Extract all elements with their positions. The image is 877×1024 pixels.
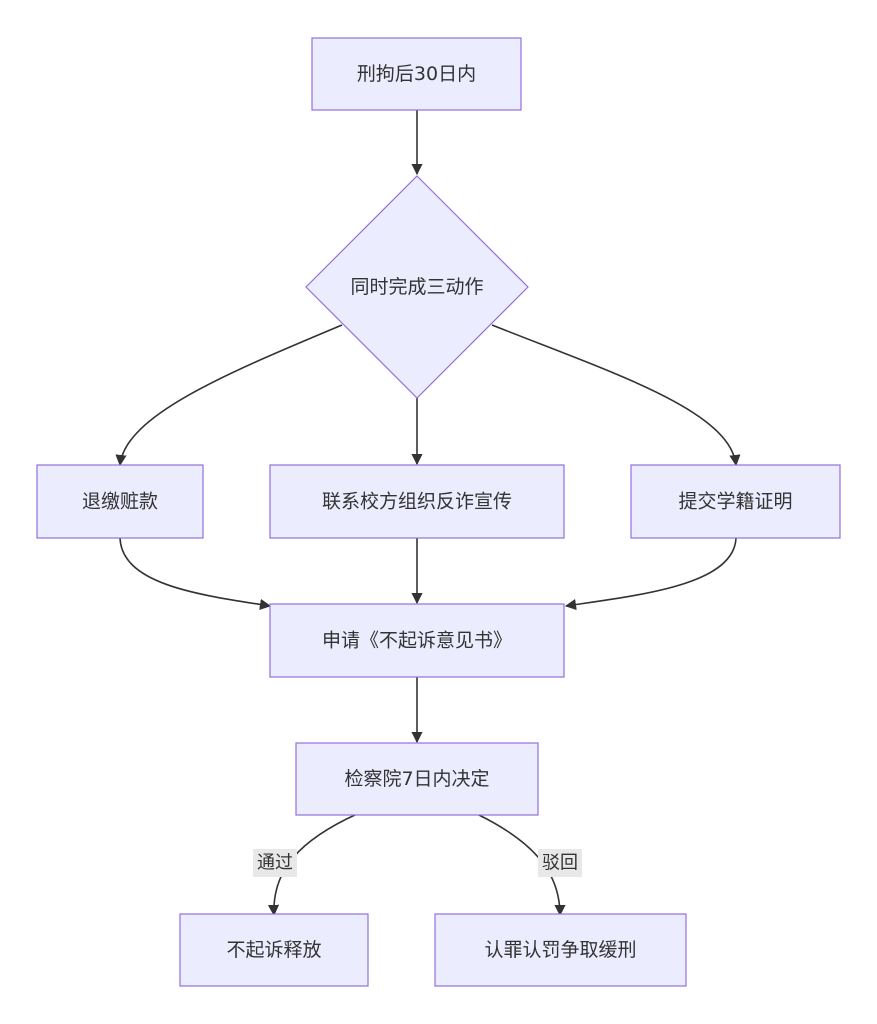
edge-label-reject: 驳回 [538, 849, 582, 877]
node-school-label: 联系校方组织反诈宣传 [322, 491, 512, 513]
edge-transcript-to-apply [564, 537, 737, 611]
node-decision-label: 同时完成三动作 [350, 276, 483, 298]
edge-label-reject-text: 驳回 [542, 853, 578, 874]
edge-label-pass-text: 通过 [257, 853, 293, 874]
edge-refund-to-apply [119, 537, 272, 610]
edge-label-pass: 通过 [253, 849, 297, 877]
node-apply: 申请《不起诉意见书》 [269, 603, 565, 678]
node-transcript-label: 提交学籍证明 [678, 491, 792, 513]
node-apply-label: 申请《不起诉意见书》 [322, 630, 512, 652]
node-release-label: 不起诉释放 [226, 939, 321, 961]
node-procuratorate: 检察院7日内决定 [295, 742, 539, 816]
node-refund: 退缴赃款 [36, 464, 204, 539]
node-plea-label: 认罪认罚争取缓刑 [484, 939, 636, 961]
node-decision: 同时完成三动作 [305, 175, 529, 399]
node-procuratorate-label: 检察院7日内决定 [344, 768, 489, 790]
edge-decision-to-transcript [491, 324, 741, 467]
node-transcript: 提交学籍证明 [630, 464, 841, 539]
node-start-label: 刑拘后30日内 [357, 63, 476, 85]
node-refund-label: 退缴赃款 [82, 491, 158, 513]
edge-decision-to-refund [115, 324, 343, 467]
node-school: 联系校方组织反诈宣传 [269, 464, 565, 539]
node-start: 刑拘后30日内 [311, 37, 522, 111]
node-plea: 认罪认罚争取缓刑 [434, 913, 687, 987]
node-release: 不起诉释放 [179, 913, 369, 987]
